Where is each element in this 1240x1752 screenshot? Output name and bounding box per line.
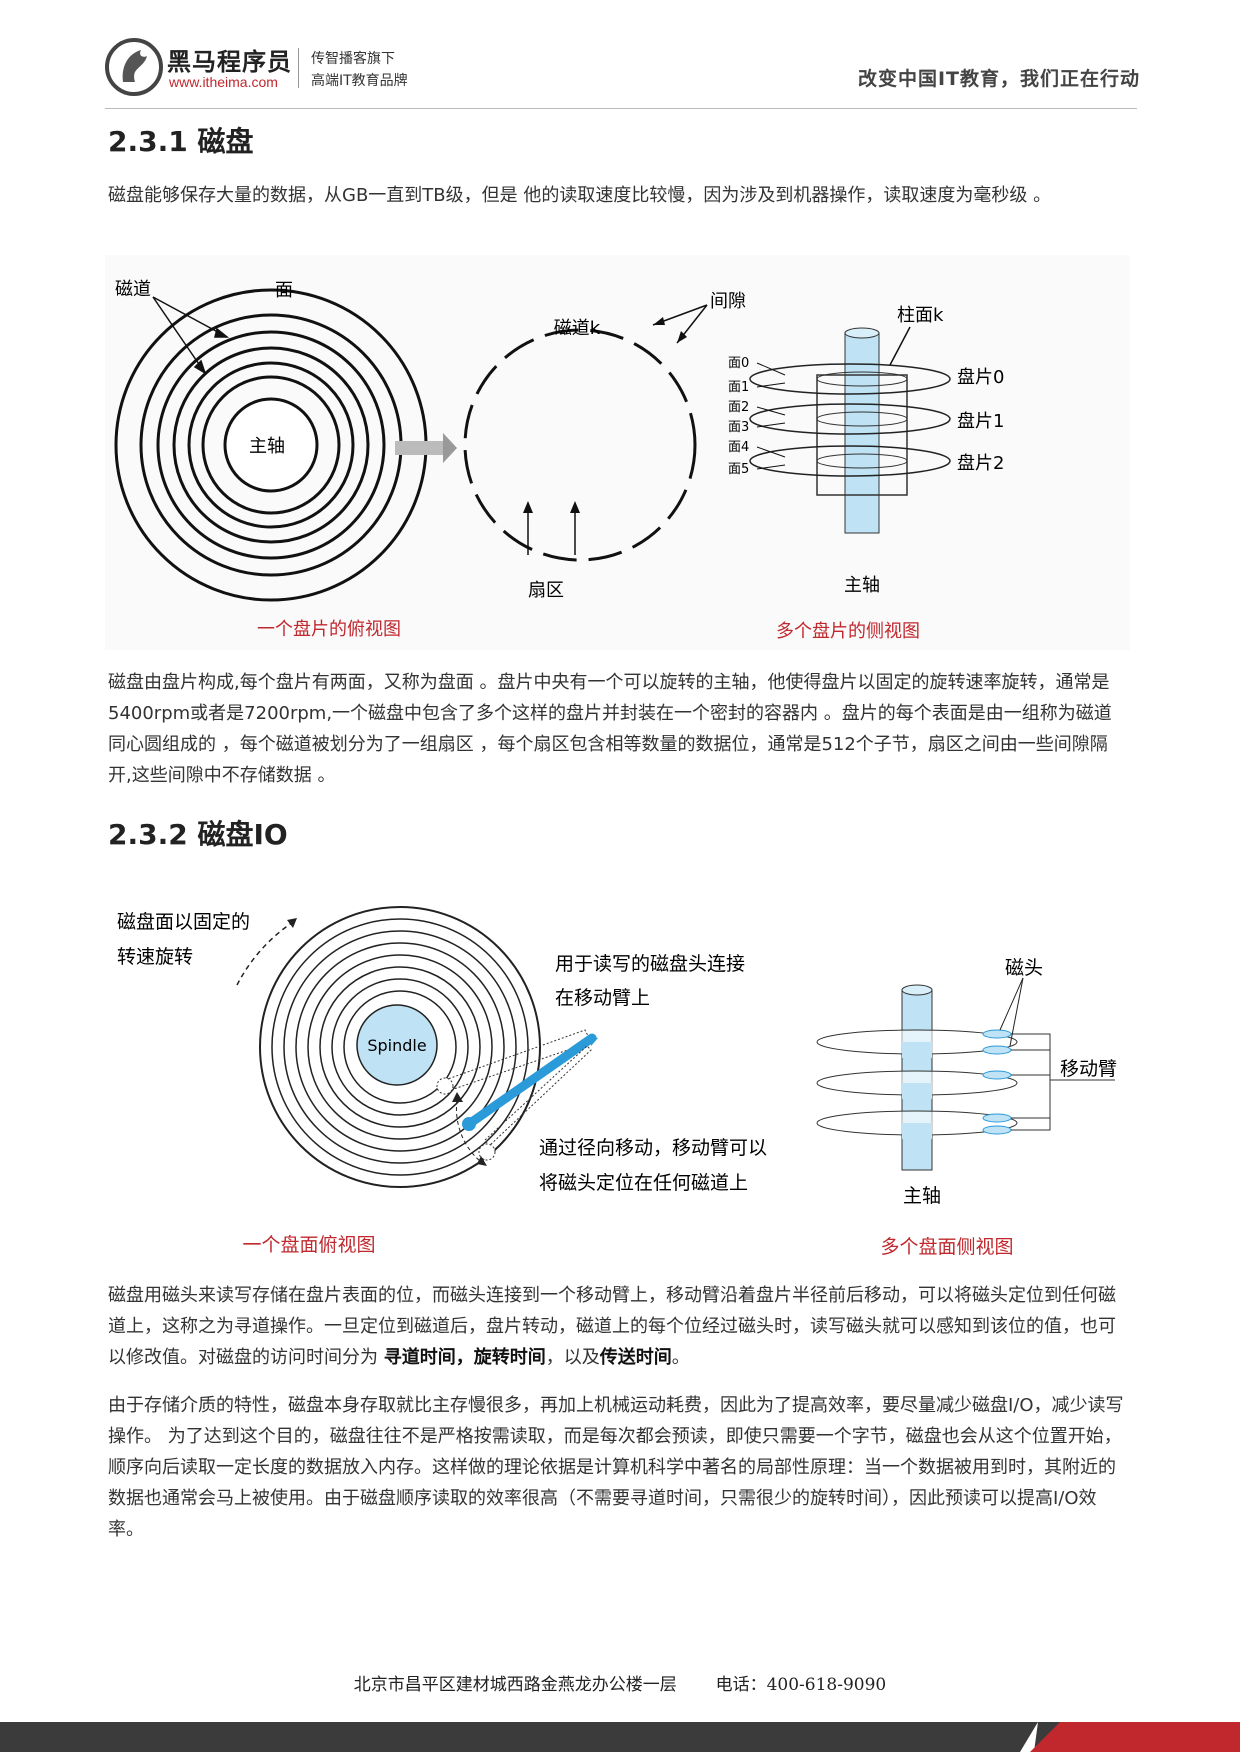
caption-top-view: 一个盘片的俯视图 xyxy=(257,619,401,640)
disk-surface-top-view xyxy=(259,906,541,1188)
label-head-2: 在移动臂上 xyxy=(555,987,650,1009)
page-header: 黑马程序员 www.itheima.com 传智播客旗下 高端IT教育品牌 改变… xyxy=(105,38,1140,108)
label-gap: 间隙 xyxy=(710,291,746,312)
footer-address: 北京市昌平区建材城西路金燕龙办公楼一层 xyxy=(353,1675,677,1695)
horse-logo-icon xyxy=(105,38,163,96)
label-face-2: 面2 xyxy=(728,400,749,415)
page-footer: 北京市昌平区建材城西路金燕龙办公楼一层 电话：400-618-9090 xyxy=(0,1670,1240,1695)
label-disk-head: 磁头 xyxy=(1005,957,1043,979)
label-side-spindle-2: 主轴 xyxy=(903,1185,941,1207)
label-track-k: 磁道k xyxy=(554,318,601,339)
multi-surface-side-view xyxy=(816,977,1115,1171)
label-side-spindle: 主轴 xyxy=(844,575,880,596)
label-spindle: 主轴 xyxy=(249,436,285,457)
disk-structure-figure: 磁道 面 主轴 磁道k 间隙 扇区 xyxy=(105,255,1130,650)
label-move-1: 通过径向移动，移动臂可以 xyxy=(539,1137,767,1159)
label-face: 面 xyxy=(275,280,293,301)
section-title-disk: 2.3.1 磁盘 xyxy=(108,125,254,158)
brand-name: 黑马程序员 xyxy=(167,48,292,76)
label-cylinder-k: 柱面k xyxy=(897,305,944,326)
label-face-1: 面1 xyxy=(728,380,749,395)
footer-accent xyxy=(1030,1722,1240,1752)
brand-tagline-2: 高端IT教育品牌 xyxy=(311,73,408,89)
label-platter-2: 盘片2 xyxy=(957,453,1004,474)
track-k-circle xyxy=(463,328,697,562)
disk-io-figure: Spindle 磁盘面以固定的 转速旋转 用于读写的磁盘头连接 在移动臂上 通过… xyxy=(105,890,1130,1265)
section-title-disk-io: 2.3.2 磁盘IO xyxy=(108,818,288,851)
actuator-arm xyxy=(436,1029,598,1166)
header-divider xyxy=(105,108,1137,109)
label-face-4: 面4 xyxy=(728,440,749,455)
disk-structure-paragraph: 磁盘由盘片构成,每个盘片有两面，又称为盘面 。盘片中央有一个可以旋转的主轴，他使… xyxy=(108,672,1112,786)
term-separator-2: ，以及 xyxy=(545,1347,600,1368)
term-end: 。 xyxy=(671,1347,690,1368)
header-slogan: 改变中国IT教育，我们正在行动 xyxy=(857,68,1140,90)
caption-side-view: 多个盘片的侧视图 xyxy=(776,621,920,642)
brand-tagline: 传智播客旗下 xyxy=(311,51,395,67)
label-move-2: 将磁头定位在任何磁道上 xyxy=(539,1172,748,1194)
label-face-3: 面3 xyxy=(728,420,749,435)
disk-io-paragraph-2: 由于存储介质的特性，磁盘本身存取就比主存慢很多，再加上机械运动耗费，因此为了提高… xyxy=(108,1395,1124,1540)
label-face-5: 面5 xyxy=(728,462,749,477)
label-arm: 移动臂 xyxy=(1060,1058,1117,1080)
label-head-1: 用于读写的磁盘头连接 xyxy=(555,953,745,975)
term-transfer-time: 传送时间 xyxy=(599,1347,672,1368)
term-seek-time: 寻道时间 xyxy=(383,1347,456,1368)
term-rotation-time: 旋转时间 xyxy=(473,1347,546,1368)
platter-top-view xyxy=(114,288,428,602)
caption-side-view-2: 多个盘面侧视图 xyxy=(880,1236,1013,1258)
label-rotate-1: 磁盘面以固定的 xyxy=(117,911,250,933)
label-rotate-2: 转速旋转 xyxy=(117,946,193,968)
footer-phone: 电话：400-618-9090 xyxy=(715,1675,887,1695)
label-spindle-en: Spindle xyxy=(367,1036,426,1055)
label-platter-0: 盘片0 xyxy=(957,367,1004,388)
caption-top-view-2: 一个盘面俯视图 xyxy=(242,1234,375,1256)
logo-divider xyxy=(298,48,299,88)
disk-intro-paragraph: 磁盘能够保存大量的数据，从GB一直到TB级，但是 他的读取速度比较慢，因为涉及到… xyxy=(108,185,1052,206)
label-face-0: 面0 xyxy=(728,356,749,371)
label-platter-1: 盘片1 xyxy=(957,411,1004,432)
right-arrow-icon xyxy=(395,433,457,463)
brand-url: www.itheima.com xyxy=(169,74,278,90)
term-separator-1: ， xyxy=(455,1347,474,1368)
platter-side-view xyxy=(749,327,951,534)
label-track: 磁道 xyxy=(115,279,151,300)
disk-io-paragraph-1: 磁盘用磁头来读写存储在盘片表面的位，而磁头连接到一个移动臂上，移动臂沿着盘片半径… xyxy=(108,1280,1128,1373)
disk-io-p1-text: 磁盘用磁头来读写存储在盘片表面的位，而磁头连接到一个移动臂上，移动臂沿着盘片半径… xyxy=(108,1285,1116,1368)
label-sector: 扇区 xyxy=(528,580,564,601)
